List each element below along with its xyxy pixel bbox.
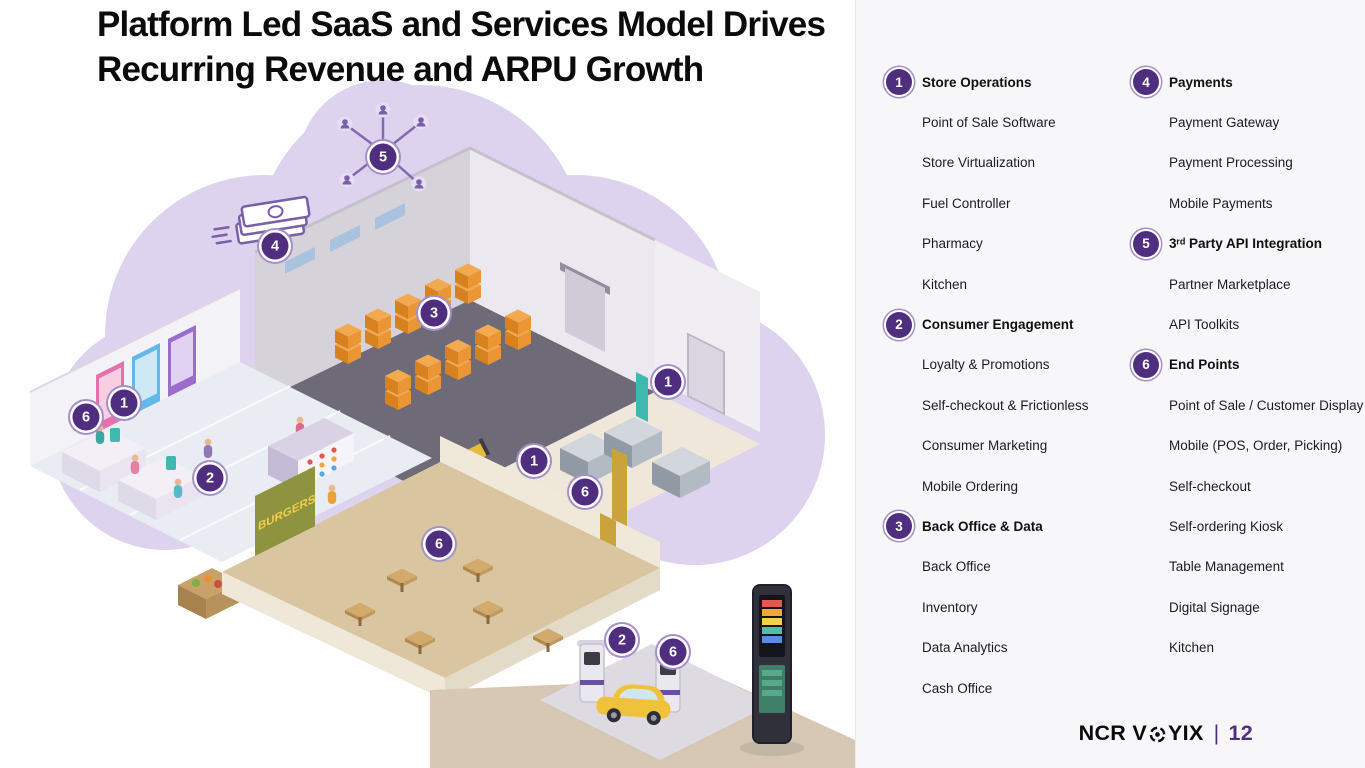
legend-item: Point of Sale / Customer Display bbox=[1169, 397, 1364, 413]
legend-item: Payment Gateway bbox=[1169, 115, 1280, 131]
legend-section-6: 6 End Points bbox=[1133, 345, 1363, 385]
legend-item: API Toolkits bbox=[1169, 317, 1240, 333]
legend-item: Self-checkout bbox=[1169, 478, 1251, 494]
section-heading: End Points bbox=[1169, 357, 1240, 373]
legend-section-1: 1 Store Operations bbox=[886, 62, 1133, 102]
section-number-badge: 6 bbox=[1133, 351, 1159, 378]
legend-item: Consumer Marketing bbox=[922, 438, 1048, 454]
legend-item: Mobile Payments bbox=[1169, 195, 1273, 211]
legend-item: Digital Signage bbox=[1169, 599, 1260, 615]
store-illustration: BURGERS bbox=[29, 80, 855, 768]
legend-item: Kitchen bbox=[1169, 640, 1215, 656]
footer-separator: | bbox=[1213, 721, 1220, 745]
ncr-voyix-brand-post: YIX bbox=[1168, 721, 1204, 745]
legend-item: Mobile Ordering bbox=[922, 478, 1019, 494]
legend-item: Store Virtualization bbox=[922, 155, 1036, 171]
section-heading: Consumer Engagement bbox=[922, 317, 1074, 333]
section-number-badge: 3 bbox=[886, 513, 912, 540]
legend-section-5: 5 3ʳᵈ Party API Integration bbox=[1133, 224, 1363, 264]
title-line-2: Recurring Revenue and ARPU Growth bbox=[97, 50, 704, 89]
legend-item: Self-ordering Kiosk bbox=[1169, 518, 1284, 534]
section-heading: Payments bbox=[1169, 74, 1233, 90]
page-number: 12 bbox=[1228, 721, 1253, 745]
section-number-badge: 2 bbox=[886, 311, 912, 338]
legend-item: Kitchen bbox=[922, 276, 968, 292]
voyix-o-icon bbox=[1148, 725, 1167, 744]
restaurant: BURGERS bbox=[222, 462, 660, 700]
gold-pillar bbox=[612, 448, 627, 530]
legend-item: Partner Marketplace bbox=[1169, 276, 1291, 292]
legend-section-4: 4 Payments bbox=[1133, 62, 1363, 102]
page-title: Platform Led SaaS and Services Model Dri… bbox=[97, 2, 826, 92]
car bbox=[596, 684, 671, 726]
section-number-badge: 4 bbox=[1133, 69, 1159, 96]
legend-item: Loyalty & Promotions bbox=[922, 357, 1050, 373]
burgers-sign: BURGERS bbox=[255, 466, 315, 556]
legend-item: Data Analytics bbox=[922, 640, 1008, 656]
legend-item: Back Office bbox=[922, 559, 991, 575]
legend-item: Table Management bbox=[1169, 559, 1284, 575]
title-line-1: Platform Led SaaS and Services Model Dri… bbox=[97, 5, 826, 44]
legend-item: Point of Sale Software bbox=[922, 115, 1056, 131]
legend-section-3: 3 Back Office & Data bbox=[886, 506, 1133, 546]
digital-signage-kiosk bbox=[740, 584, 804, 756]
section-number-badge: 1 bbox=[886, 69, 912, 96]
legend-item: Inventory bbox=[922, 599, 978, 615]
legend-item: Pharmacy bbox=[922, 236, 983, 252]
ncr-voyix-brand-pre: NCR V bbox=[1078, 721, 1148, 745]
section-heading: Store Operations bbox=[922, 74, 1032, 90]
legend-section-2: 2 Consumer Engagement bbox=[886, 304, 1133, 344]
legend-item: Mobile (POS, Order, Picking) bbox=[1169, 438, 1343, 454]
fuel-pumps bbox=[540, 639, 772, 760]
checkout-counter bbox=[62, 428, 202, 520]
legend-item: Cash Office bbox=[922, 680, 993, 696]
section-number-badge: 5 bbox=[1133, 230, 1159, 257]
footer-logo: NCR V YIX | 12 bbox=[1079, 721, 1253, 746]
section-heading: Back Office & Data bbox=[922, 518, 1043, 534]
legend-item: Fuel Controller bbox=[922, 195, 1011, 211]
legend-item: Payment Processing bbox=[1169, 155, 1293, 171]
illustration-stage: Platform Led SaaS and Services Model Dri… bbox=[29, 2, 855, 768]
section-heading: 3ʳᵈ Party API Integration bbox=[1169, 236, 1322, 252]
legend-item: Self-checkout & Frictionless bbox=[922, 397, 1089, 413]
